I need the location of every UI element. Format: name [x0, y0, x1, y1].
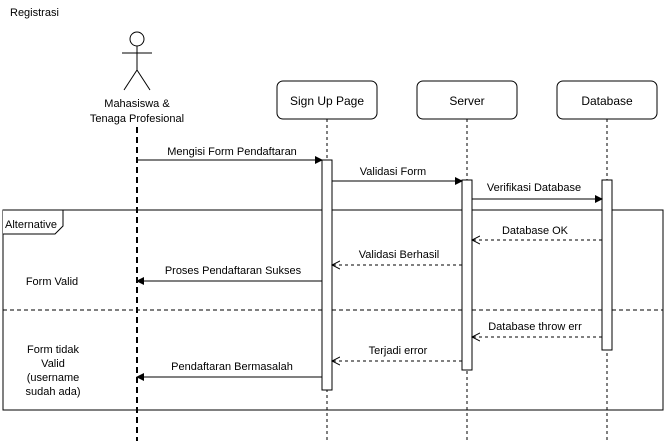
database-activation-bar — [601, 179, 613, 351]
participant-server: Server — [416, 80, 518, 120]
message-label-6: Proses Pendaftaran Sukses — [165, 265, 302, 277]
participant-database: Database — [556, 80, 658, 120]
participant-database-label: Database — [581, 94, 633, 108]
message-label-5: Validasi Berhasil — [359, 249, 440, 261]
guard-form-invalid-line1: Form tidak — [27, 344, 79, 356]
message-label-3: Verifikasi Database — [487, 182, 581, 194]
participant-signup-page: Sign Up Page — [276, 80, 378, 120]
guard-form-invalid-line4: sudah ada) — [25, 386, 80, 398]
participant-signup-label: Sign Up Page — [290, 94, 364, 108]
message-label-2: Validasi Form — [360, 166, 426, 178]
diagram-title: Registrasi — [10, 7, 59, 19]
message-label-9: Pendaftaran Bermasalah — [171, 361, 293, 373]
guard-form-invalid-line3: (username — [27, 372, 80, 384]
message-label-7: Database throw err — [488, 321, 582, 333]
actor-label-line1: Mahasiswa & — [104, 98, 170, 110]
actor-label-line2: Tenaga Profesional — [90, 113, 184, 125]
guard-form-invalid-line2: Valid — [41, 358, 65, 370]
message-label-4: Database OK — [502, 225, 569, 237]
server-activation-bar — [461, 179, 473, 371]
alt-fragment-operator: Alternative — [5, 219, 57, 231]
message-label-1: Mengisi Form Pendaftaran — [167, 146, 297, 158]
actor-icon — [122, 31, 152, 91]
message-label-8: Terjadi error — [369, 345, 428, 357]
signup-activation-bar — [321, 159, 333, 391]
alt-fragment-tab — [3, 209, 64, 235]
guard-form-valid: Form Valid — [26, 276, 78, 288]
participant-server-label: Server — [449, 94, 484, 108]
